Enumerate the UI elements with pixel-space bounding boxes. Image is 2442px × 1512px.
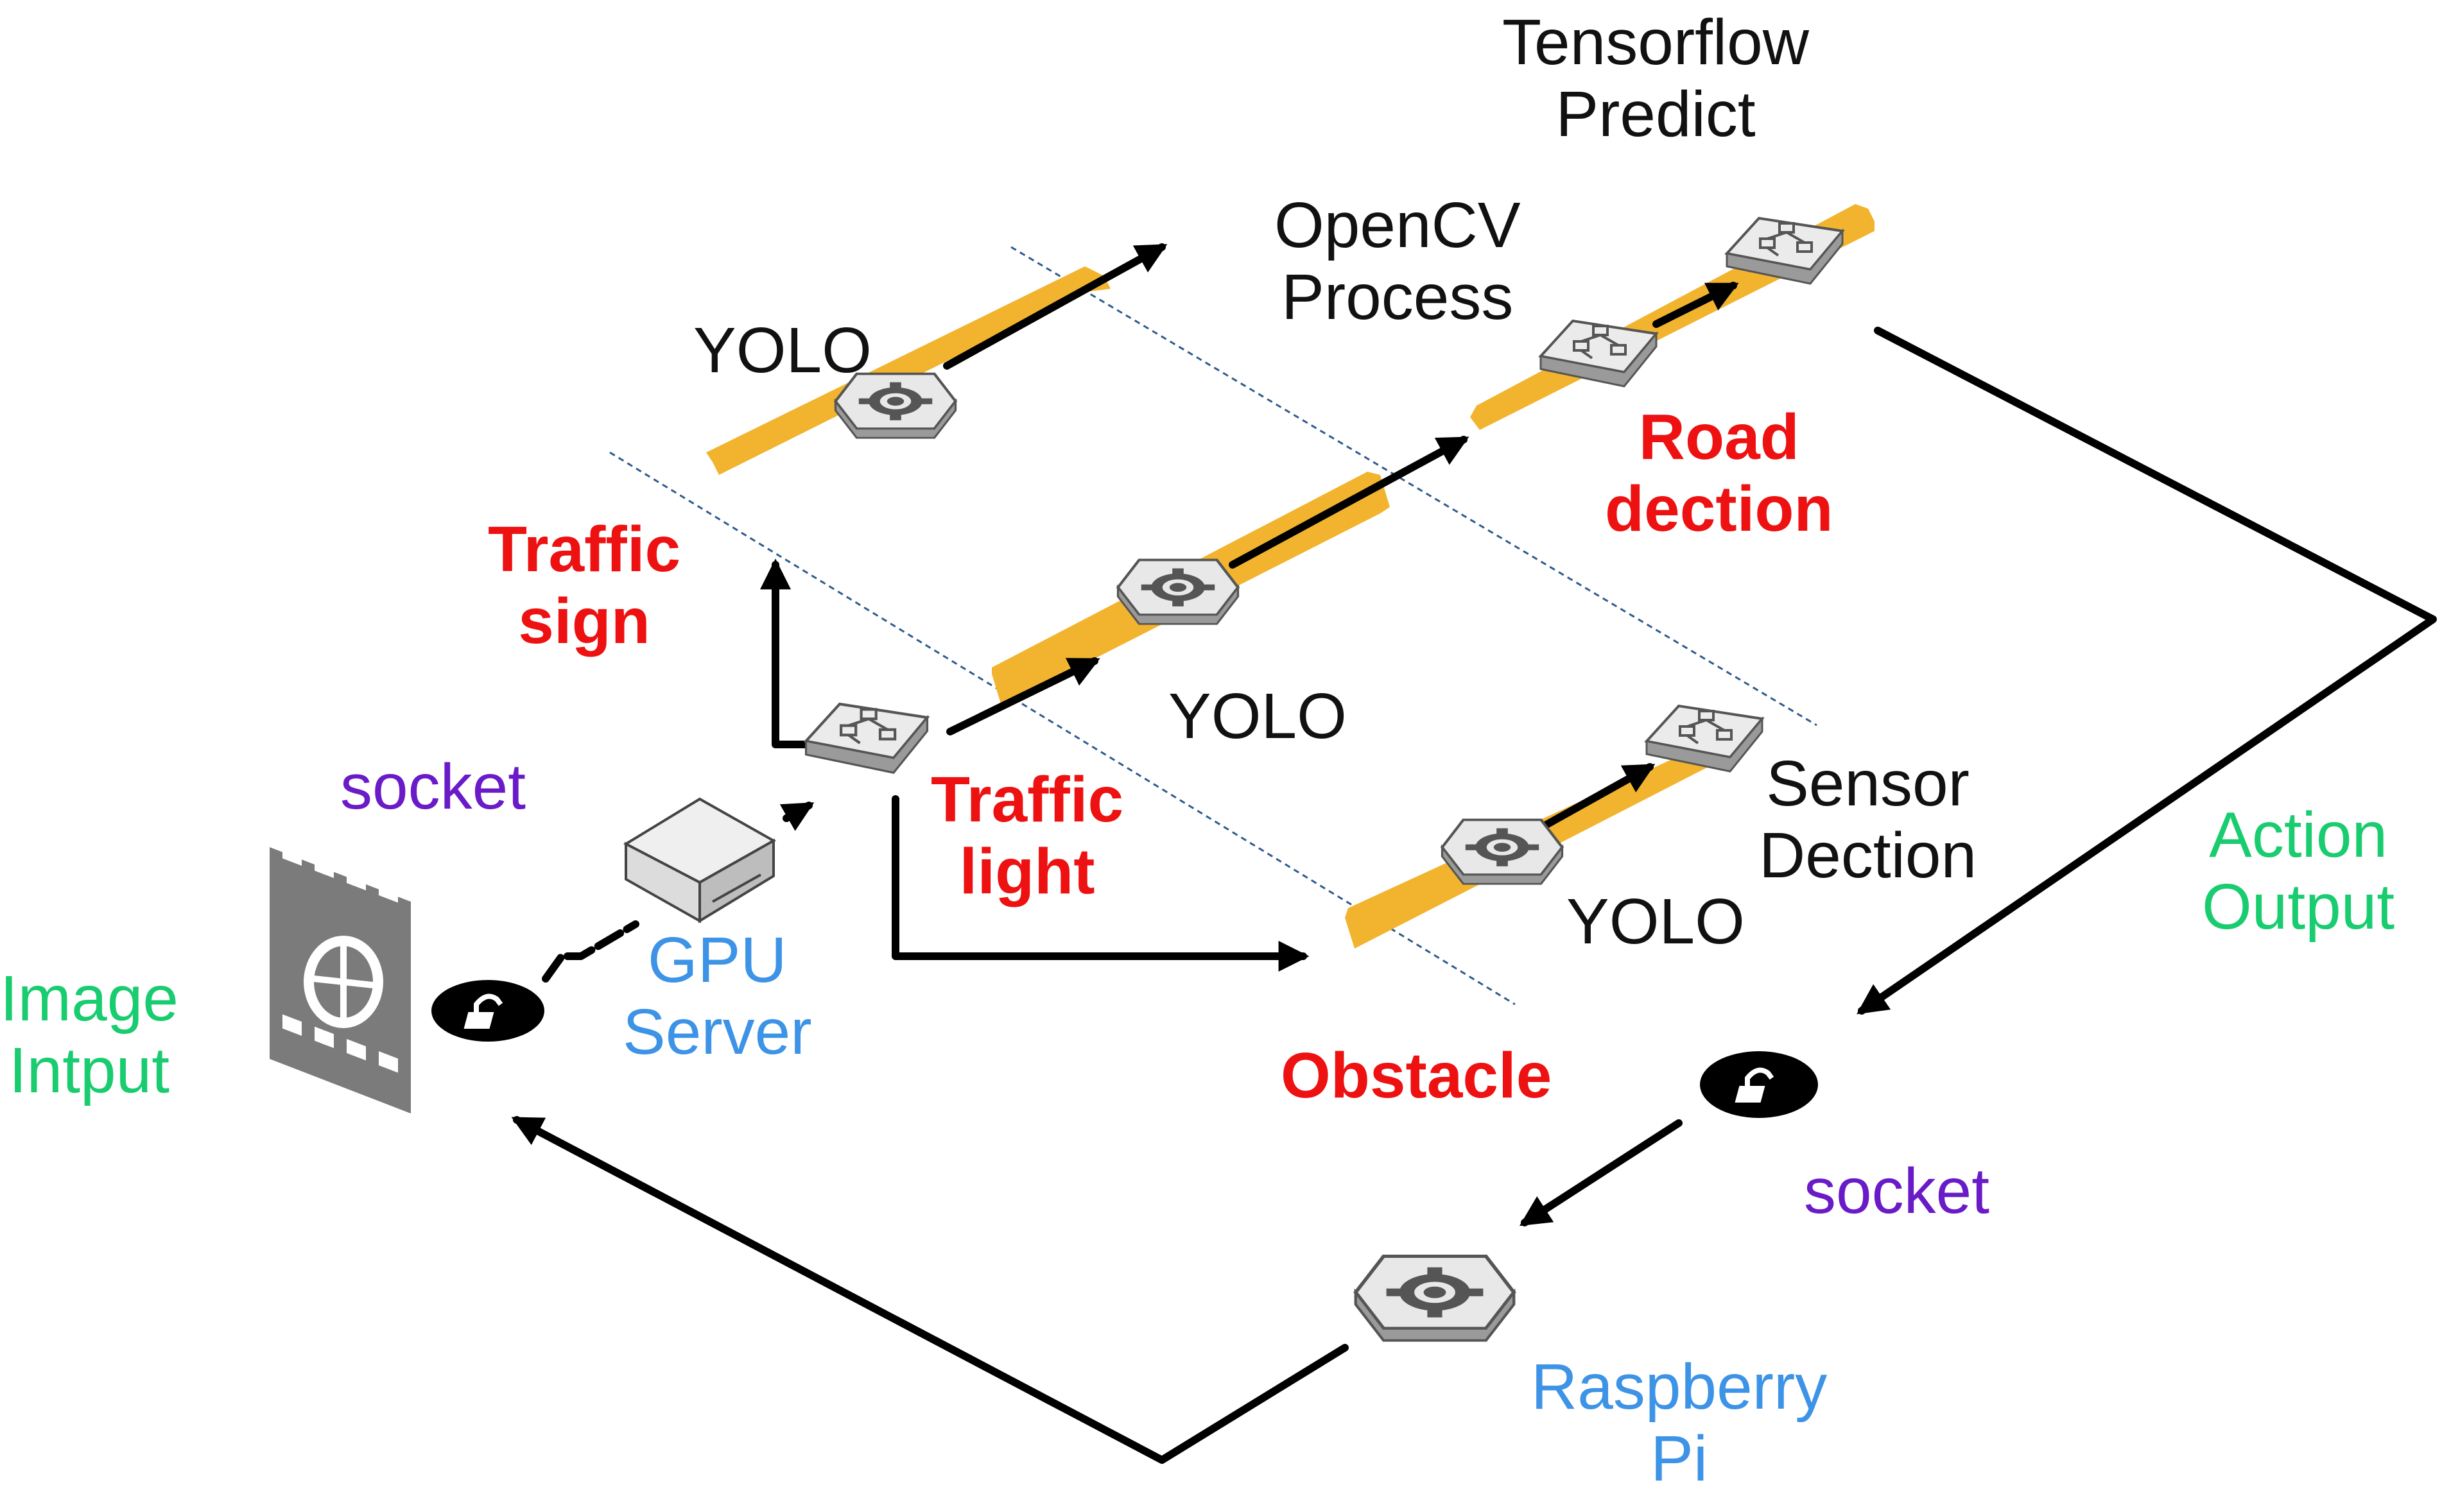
arrow-traffic-light (1229, 436, 1469, 569)
obstacle-label: Obstacle (1281, 1040, 1552, 1112)
arrow-hub-to-sign (760, 558, 810, 748)
divider-line-top (1010, 246, 1817, 726)
socket-right-label: socket (1804, 1155, 1990, 1227)
arrow-action-output (1857, 327, 2437, 1015)
lane-traffic-sign (706, 266, 1111, 475)
film-reel-icon (270, 844, 411, 1113)
arrow-traffic-sign (943, 243, 1168, 370)
arrow-hub-to-obstacle (892, 795, 1310, 972)
arrow-hub-to-light (946, 657, 1100, 735)
arrow-socket-to-pi (1519, 1119, 1683, 1226)
arrow-gpu-to-hub (779, 802, 815, 831)
yolo-mid-gear-icon (1118, 560, 1238, 624)
server-box-icon (623, 797, 777, 924)
socket-left-label: socket (340, 751, 526, 823)
arrow-road (1652, 282, 1739, 328)
sensor-flowchart-icon (1645, 705, 1763, 773)
raspberry-pi-gear-icon (1356, 1257, 1514, 1341)
yolo-bottom-label: YOLO (1566, 886, 1745, 958)
yolo-top-label: YOLO (693, 314, 872, 386)
socket-left-lock-icon (431, 980, 544, 1042)
arrows (511, 243, 2437, 1464)
hub-flowchart-icon (806, 704, 928, 773)
socket-right-lock-icon (1700, 1051, 1818, 1118)
yolo-mid-label: YOLO (1168, 680, 1347, 752)
link-socket-to-gpu (542, 920, 639, 983)
arrow-pi-to-image (511, 1116, 1349, 1464)
yolo-bottom-gear-icon (1442, 820, 1563, 884)
arrow-obstacle (1537, 763, 1656, 832)
